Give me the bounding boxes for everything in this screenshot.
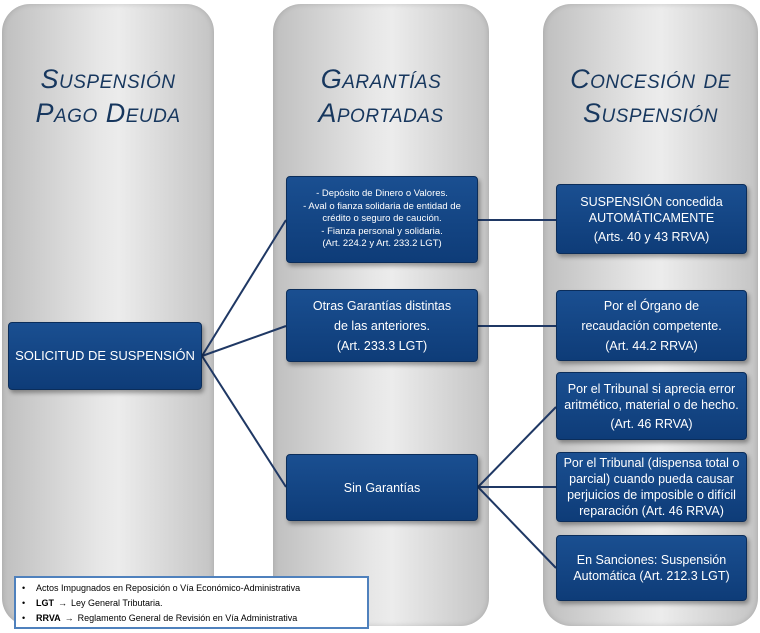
outcome-box-4: Por el Tribunal (dispensa total o parcia… — [556, 452, 747, 522]
legend-item-rrva: • RRVA → Reglamento General de Revisión … — [22, 611, 361, 626]
legend-item-lgt: • LGT → Ley General Tributaria. — [22, 596, 361, 611]
connector-root-g3 — [201, 355, 287, 488]
outcome-box-5: En Sanciones: Suspensión Automática (Art… — [556, 535, 747, 601]
legend-item-actos: • Actos Impugnados en Reposición o Vía E… — [22, 583, 301, 593]
guarantee-box-2: Otras Garantías distintas de las anterio… — [286, 289, 478, 362]
column-title-3: Concesión de Suspensión — [570, 64, 731, 128]
outcome-box-3: Por el Tribunal si aprecia error aritmét… — [556, 372, 747, 440]
guarantee-box-3: Sin Garantías — [286, 454, 478, 521]
outcome-box-1: SUSPENSIÓN concedida AUTOMÁTICAMENTE (Ar… — [556, 184, 747, 254]
arrow-right-icon: → — [58, 598, 67, 608]
connector-root-g2 — [201, 325, 287, 357]
root-box-solicitud: SOLICITUD DE SUSPENSIÓN — [8, 322, 202, 390]
legend-box: • Actos Impugnados en Reposición o Vía E… — [14, 576, 369, 629]
guarantee-box-1: - Depósito de Dinero o Valores. - Aval o… — [286, 176, 478, 263]
column-title-1: Suspensión Pago Deuda — [35, 64, 181, 128]
connector-g3-o5 — [477, 486, 557, 569]
column-solicitud: Suspensión Pago Deuda — [2, 4, 214, 626]
column-title-2: Garantías Aportadas — [318, 64, 444, 128]
arrow-right-icon: → — [64, 613, 74, 623]
connector-g3-o3 — [477, 406, 557, 488]
outcome-box-2: Por el Órgano de recaudación competente.… — [556, 290, 747, 361]
connector-root-g1 — [201, 219, 287, 357]
